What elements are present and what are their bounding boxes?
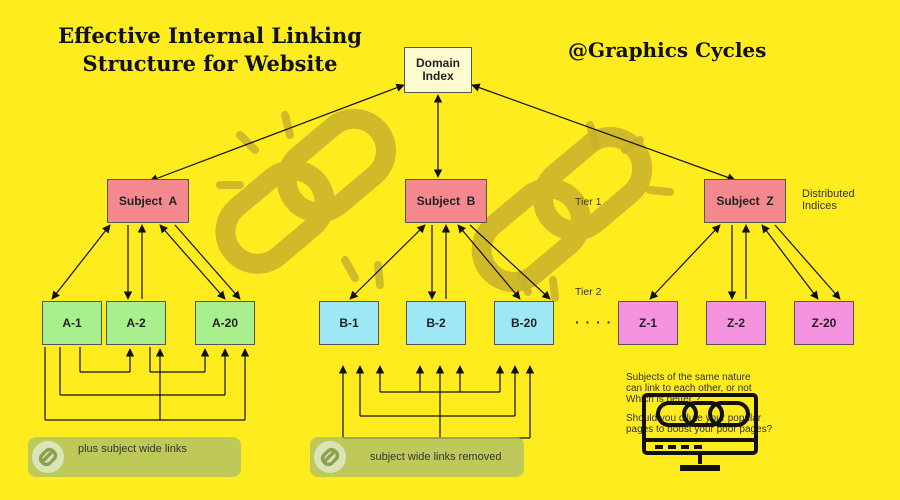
title-line-2: Structure for Website — [82, 51, 338, 76]
distributed-line-2: Indices — [802, 200, 837, 212]
note-line-4: Should you dilute your popular — [626, 413, 762, 424]
tier-1-label: Tier 1 — [575, 196, 602, 208]
leaf-b-2-label: B-2 — [426, 316, 446, 330]
brand-label: @Graphics Cycles — [568, 38, 767, 62]
leaf-a-1: A-1 — [42, 301, 102, 345]
subject-z-label: Subject Z — [716, 194, 774, 208]
question-note: Subjects of the same nature can link to … — [626, 372, 772, 435]
leaf-z-20-label: Z-20 — [811, 316, 837, 330]
subject-b-node: Subject B — [405, 179, 487, 223]
domain-index-node: Domain Index — [404, 47, 472, 93]
caption-middle-label: subject wide links removed — [370, 451, 502, 463]
caption-left: plus subject wide links — [28, 437, 241, 477]
leaf-z-1: Z-1 — [618, 301, 678, 345]
leaf-z-2: Z-2 — [706, 301, 766, 345]
leaf-a-1-label: A-1 — [62, 316, 82, 330]
note-line-2: can link to each other, or not — [626, 383, 752, 394]
leaf-z-20: Z-20 — [794, 301, 854, 345]
leaf-a-2: A-2 — [106, 301, 166, 345]
subject-z-node: Subject Z — [704, 179, 786, 223]
note-line-5: pages to boost your poor pages? — [626, 424, 773, 435]
leaf-z-2-label: Z-2 — [727, 316, 745, 330]
distributed-line-1: Distributed — [802, 188, 855, 200]
subject-a-node: Subject A — [107, 179, 189, 223]
leaf-b-1: B-1 — [319, 301, 379, 345]
caption-middle: subject wide links removed — [310, 437, 524, 477]
leaf-z-1-label: Z-1 — [639, 316, 657, 330]
caption-left-label: plus subject wide links — [78, 443, 187, 455]
leaf-b-20: B-20 — [494, 301, 554, 345]
subject-b-label: Subject B — [416, 194, 476, 208]
tier-2-label: Tier 2 — [575, 286, 602, 298]
leaf-a-20: A-20 — [195, 301, 255, 345]
title-line-1: Effective Internal Linking — [58, 23, 362, 48]
leaf-a-20-label: A-20 — [211, 316, 238, 330]
leaf-b-20-label: B-20 — [510, 316, 537, 330]
page-title: Effective Internal Linking Structure for… — [40, 22, 380, 78]
leaf-b-1-label: B-1 — [339, 316, 359, 330]
note-line-3: Which is better ? — [626, 394, 701, 405]
distributed-indices-label: Distributed Indices — [802, 188, 855, 212]
subject-a-label: Subject A — [118, 194, 178, 208]
chain-link-icon — [32, 441, 64, 473]
leaf-a-2-label: A-2 — [126, 316, 146, 330]
domain-index-label: Domain Index — [415, 56, 460, 83]
ellipsis-label: · · · · — [575, 314, 613, 330]
chain-link-icon — [314, 441, 346, 473]
note-line-1: Subjects of the same nature — [626, 372, 751, 383]
leaf-b-2: B-2 — [406, 301, 466, 345]
